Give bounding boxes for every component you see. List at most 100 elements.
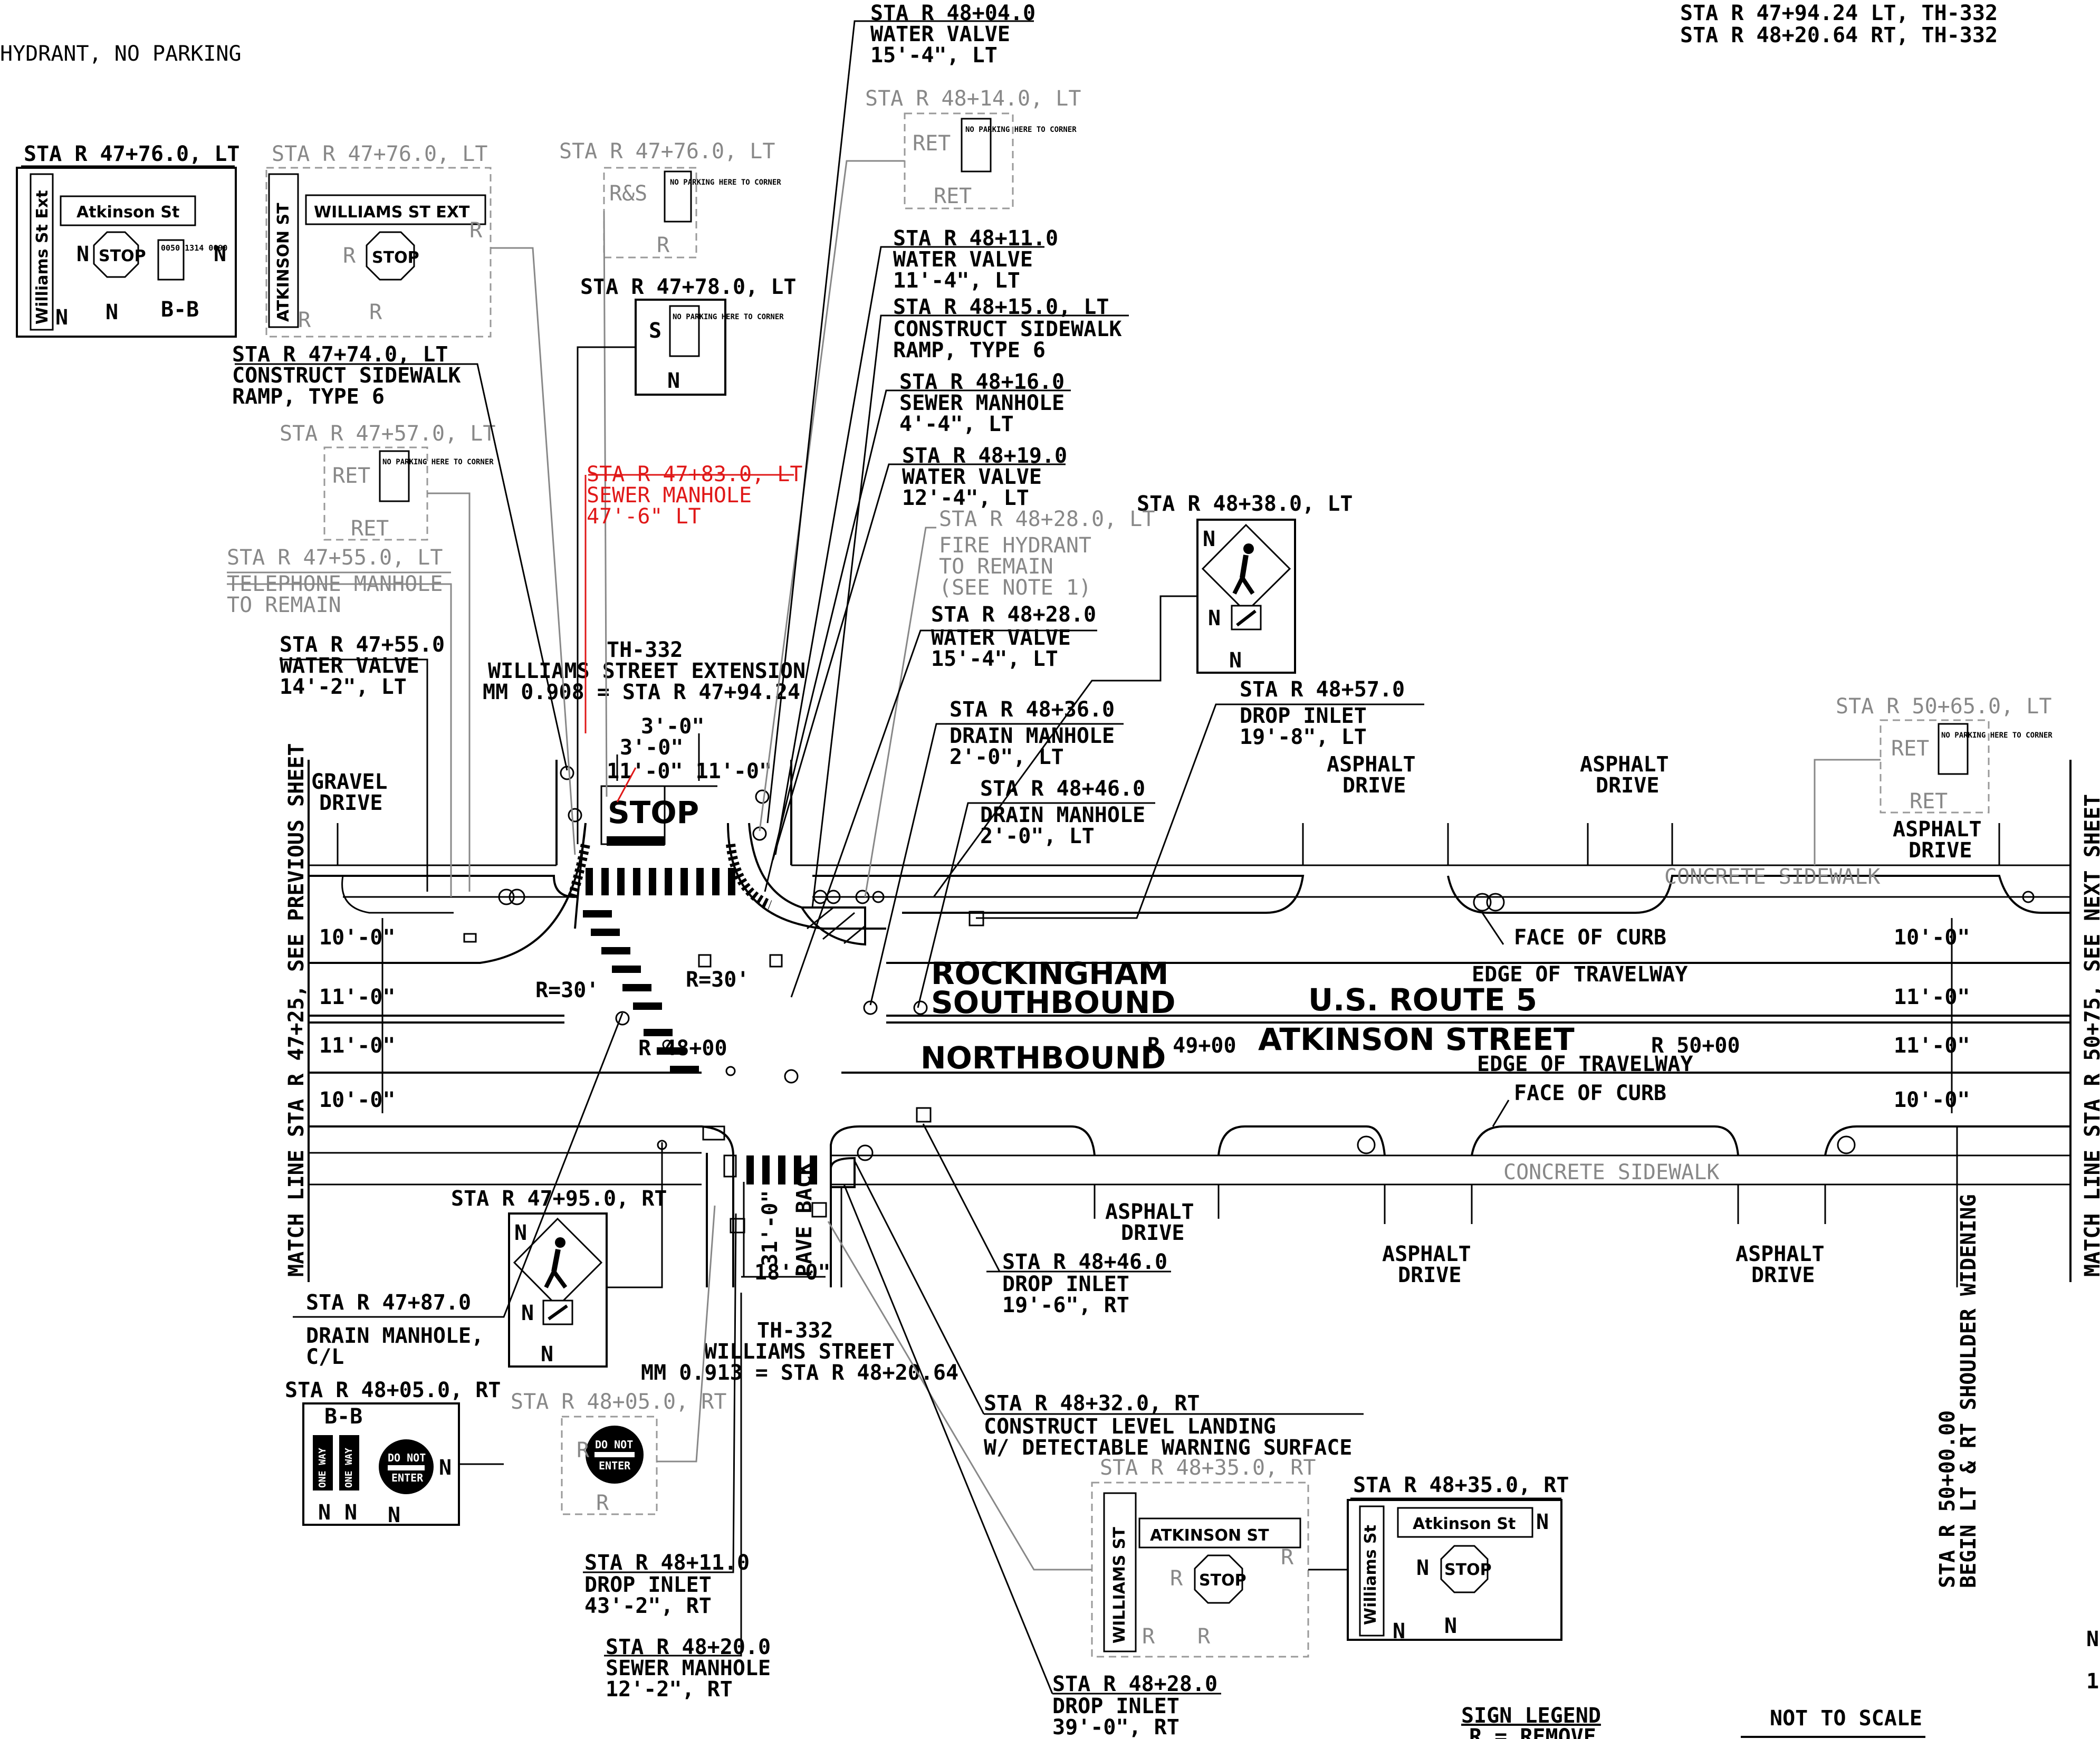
callout-4-l3: 12'-4", LT <box>902 486 1029 510</box>
svg-text:ENTER: ENTER <box>599 1459 631 1472</box>
sign9-assembly: N N N <box>508 1212 608 1368</box>
svg-text:NO PARKING HERE TO CORNER: NO PARKING HERE TO CORNER <box>1941 731 2053 740</box>
callout-16-l2: CONSTRUCT LEVEL LANDING <box>984 1415 1276 1439</box>
sign1-assembly: Williams St Ext Atkinson St STOP 0050 13… <box>16 167 237 338</box>
dim-10-left-top: 10'-0" <box>319 925 396 950</box>
callout-2-l2: CONSTRUCT SIDEWALK <box>893 317 1121 341</box>
dim-11-left-bottom: 11'-0" <box>319 1034 396 1058</box>
match-line-left: MATCH LINE STA R 47+25, SEE PREVIOUS SHE… <box>284 743 309 1277</box>
svg-text:N: N <box>1536 1510 1549 1534</box>
callout-19-l2: DROP INLET <box>1052 1694 1180 1718</box>
svg-text:R: R <box>298 308 311 332</box>
crosswalk-diagonal <box>583 910 699 1073</box>
sign-legend-remove: R = REMOVE <box>1469 1725 1596 1739</box>
svg-text:N: N <box>344 1501 357 1525</box>
svg-text:N: N <box>1444 1614 1457 1638</box>
header-sta-1: STA R 47+94.24 LT, TH-332 <box>1680 1 1998 25</box>
callout-6-sta: STA R 48+28.0 <box>931 603 1096 627</box>
radius-right: R=30' <box>686 968 749 992</box>
dim-11-right-bottom: 11'-0" <box>1894 1034 1970 1058</box>
asphalt-2: ASPHALT <box>1580 752 1669 777</box>
callout-0-l3: 15'-4", LT <box>870 43 998 68</box>
edge-note-n: N <box>2086 1627 2099 1651</box>
svg-text:DO NOT: DO NOT <box>388 1451 426 1464</box>
svg-text:STOP: STOP <box>608 795 699 830</box>
svg-text:N: N <box>1203 527 1215 551</box>
crosswalk-south <box>746 1155 817 1184</box>
callout-8-l2: DRAIN MANHOLE <box>980 803 1145 827</box>
dim-11-right-top: 11'-0" <box>1894 985 1970 1009</box>
asphalt-5: ASPHALT <box>1382 1242 1471 1266</box>
match-line-right: MATCH LINE STA R 50+75, SEE NEXT SHEET <box>2080 794 2100 1277</box>
svg-text:ATKINSON ST: ATKINSON ST <box>1150 1526 1269 1545</box>
svg-text:NO PARKING HERE TO CORNER: NO PARKING HERE TO CORNER <box>673 313 784 321</box>
sign11-label: STA R 48+05.0, RT <box>511 1390 726 1414</box>
callout-7-l3: 2'-0", LT <box>950 745 1064 769</box>
callout-5-sta: STA R 48+28.0, LT <box>939 507 1155 531</box>
svg-text:Williams St Ext: Williams St Ext <box>33 190 52 324</box>
sign5-label: STA R 47+78.0, LT <box>580 275 796 299</box>
svg-text:N: N <box>1208 606 1221 630</box>
callout-19-sta: STA R 48+28.0 <box>1052 1672 1217 1696</box>
callout-5-l2: FIRE HYDRANT <box>939 533 1091 558</box>
sign5-assembly: NO PARKING HERE TO CORNER S N <box>635 299 784 396</box>
callout-16-l3: W/ DETECTABLE WARNING SURFACE <box>984 1436 1352 1460</box>
dim-18: 18'-0" <box>754 1260 831 1285</box>
svg-text:N: N <box>1229 648 1242 673</box>
callout-3-l2: SEWER MANHOLE <box>899 391 1065 415</box>
sign8-assembly: NO PARKING HERE TO CORNER RET RET <box>1880 719 2053 814</box>
sign-legend-title: SIGN LEGEND <box>1461 1704 1601 1728</box>
svg-text:S: S <box>649 319 661 343</box>
sign2-label: STA R 47+76.0, LT <box>272 142 487 166</box>
callout-15-l3: 19'-6", RT <box>1002 1293 1129 1317</box>
th332-south: TH-332 <box>757 1318 833 1343</box>
dim-10-right-top: 10'-0" <box>1894 925 1970 950</box>
callout-14-l2: DRAIN MANHOLE, <box>306 1324 484 1348</box>
svg-text:B-B: B-B <box>324 1404 362 1429</box>
callout-4-l2: WATER VALVE <box>902 465 1042 489</box>
svg-text:N: N <box>439 1456 452 1480</box>
road-linework <box>308 760 2072 1287</box>
callout-9-sta: STA R 48+57.0 <box>1240 677 1405 702</box>
sign4-label: STA R 48+14.0, LT <box>865 87 1081 111</box>
callout-14-sta: STA R 47+87.0 <box>306 1291 471 1315</box>
not-to-scale: NOT TO SCALE <box>1770 1706 1922 1731</box>
dim-3-b: 3'-0" <box>620 735 683 760</box>
callout-9-l2: DROP INLET <box>1240 704 1367 728</box>
svg-text:Atkinson St: Atkinson St <box>1413 1515 1516 1533</box>
mm-north: MM 0.908 = STA R 47+94.24 <box>483 680 800 704</box>
header-sta-2: STA R 48+20.64 RT, TH-332 <box>1680 23 1998 47</box>
callout-13-sta: STA R 47+83.0, LT <box>587 462 802 486</box>
sign10-label: STA R 48+05.0, RT <box>285 1378 501 1402</box>
th332-north: TH-332 <box>607 638 683 662</box>
label-atkinson-street: ATKINSON STREET <box>1258 1021 1575 1057</box>
svg-text:R: R <box>369 300 382 324</box>
sign6-assembly: NO PARKING HERE TO CORNER RET RET <box>323 446 494 541</box>
sign6-label: STA R 47+57.0, LT <box>280 422 495 446</box>
dim-10-right-bottom: 10'-0" <box>1894 1088 1970 1112</box>
sign4-assembly: NO PARKING HERE TO CORNER RET RET <box>904 112 1077 209</box>
williams-street-label: WILLIAMS STREET <box>704 1340 895 1364</box>
sign12-label: STA R 48+35.0, RT <box>1100 1456 1316 1480</box>
hydrant-note: HYDRANT, NO PARKING <box>0 42 242 66</box>
callout-18-sta: STA R 48+20.0 <box>606 1635 771 1659</box>
edge-travel-bottom: EDGE OF TRAVELWAY <box>1477 1052 1693 1076</box>
callout-1-l2: WATER VALVE <box>893 247 1033 272</box>
svg-text:ONE WAY: ONE WAY <box>343 1448 354 1488</box>
callout-9-l3: 19'-8", LT <box>1240 725 1367 749</box>
svg-text:STOP: STOP <box>1444 1561 1492 1579</box>
sta-4800: R 48+00 <box>638 1036 727 1060</box>
callout-6-l2: WATER VALVE <box>931 626 1071 650</box>
callout-5-l4: (SEE NOTE 1) <box>939 576 1091 600</box>
sidewalk-bottom: CONCRETE SIDEWALK <box>1503 1160 1719 1184</box>
drive-5: DRIVE <box>1398 1263 1461 1287</box>
dim-11-11: 11'-0" 11'-0" <box>607 759 772 783</box>
svg-text:RET: RET <box>1891 737 1929 761</box>
svg-text:N: N <box>521 1301 534 1325</box>
drive-1: DRIVE <box>1343 773 1406 798</box>
svg-text:R: R <box>1281 1545 1294 1570</box>
mm-south: MM 0.913 = STA R 48+20.64 <box>641 1361 958 1385</box>
svg-text:Atkinson St: Atkinson St <box>76 203 179 222</box>
widening-note: BEGIN LT & RT SHOULDER WIDENING <box>1957 1194 1981 1588</box>
sign11-assembly: DO NOT ENTER R R <box>561 1416 658 1515</box>
